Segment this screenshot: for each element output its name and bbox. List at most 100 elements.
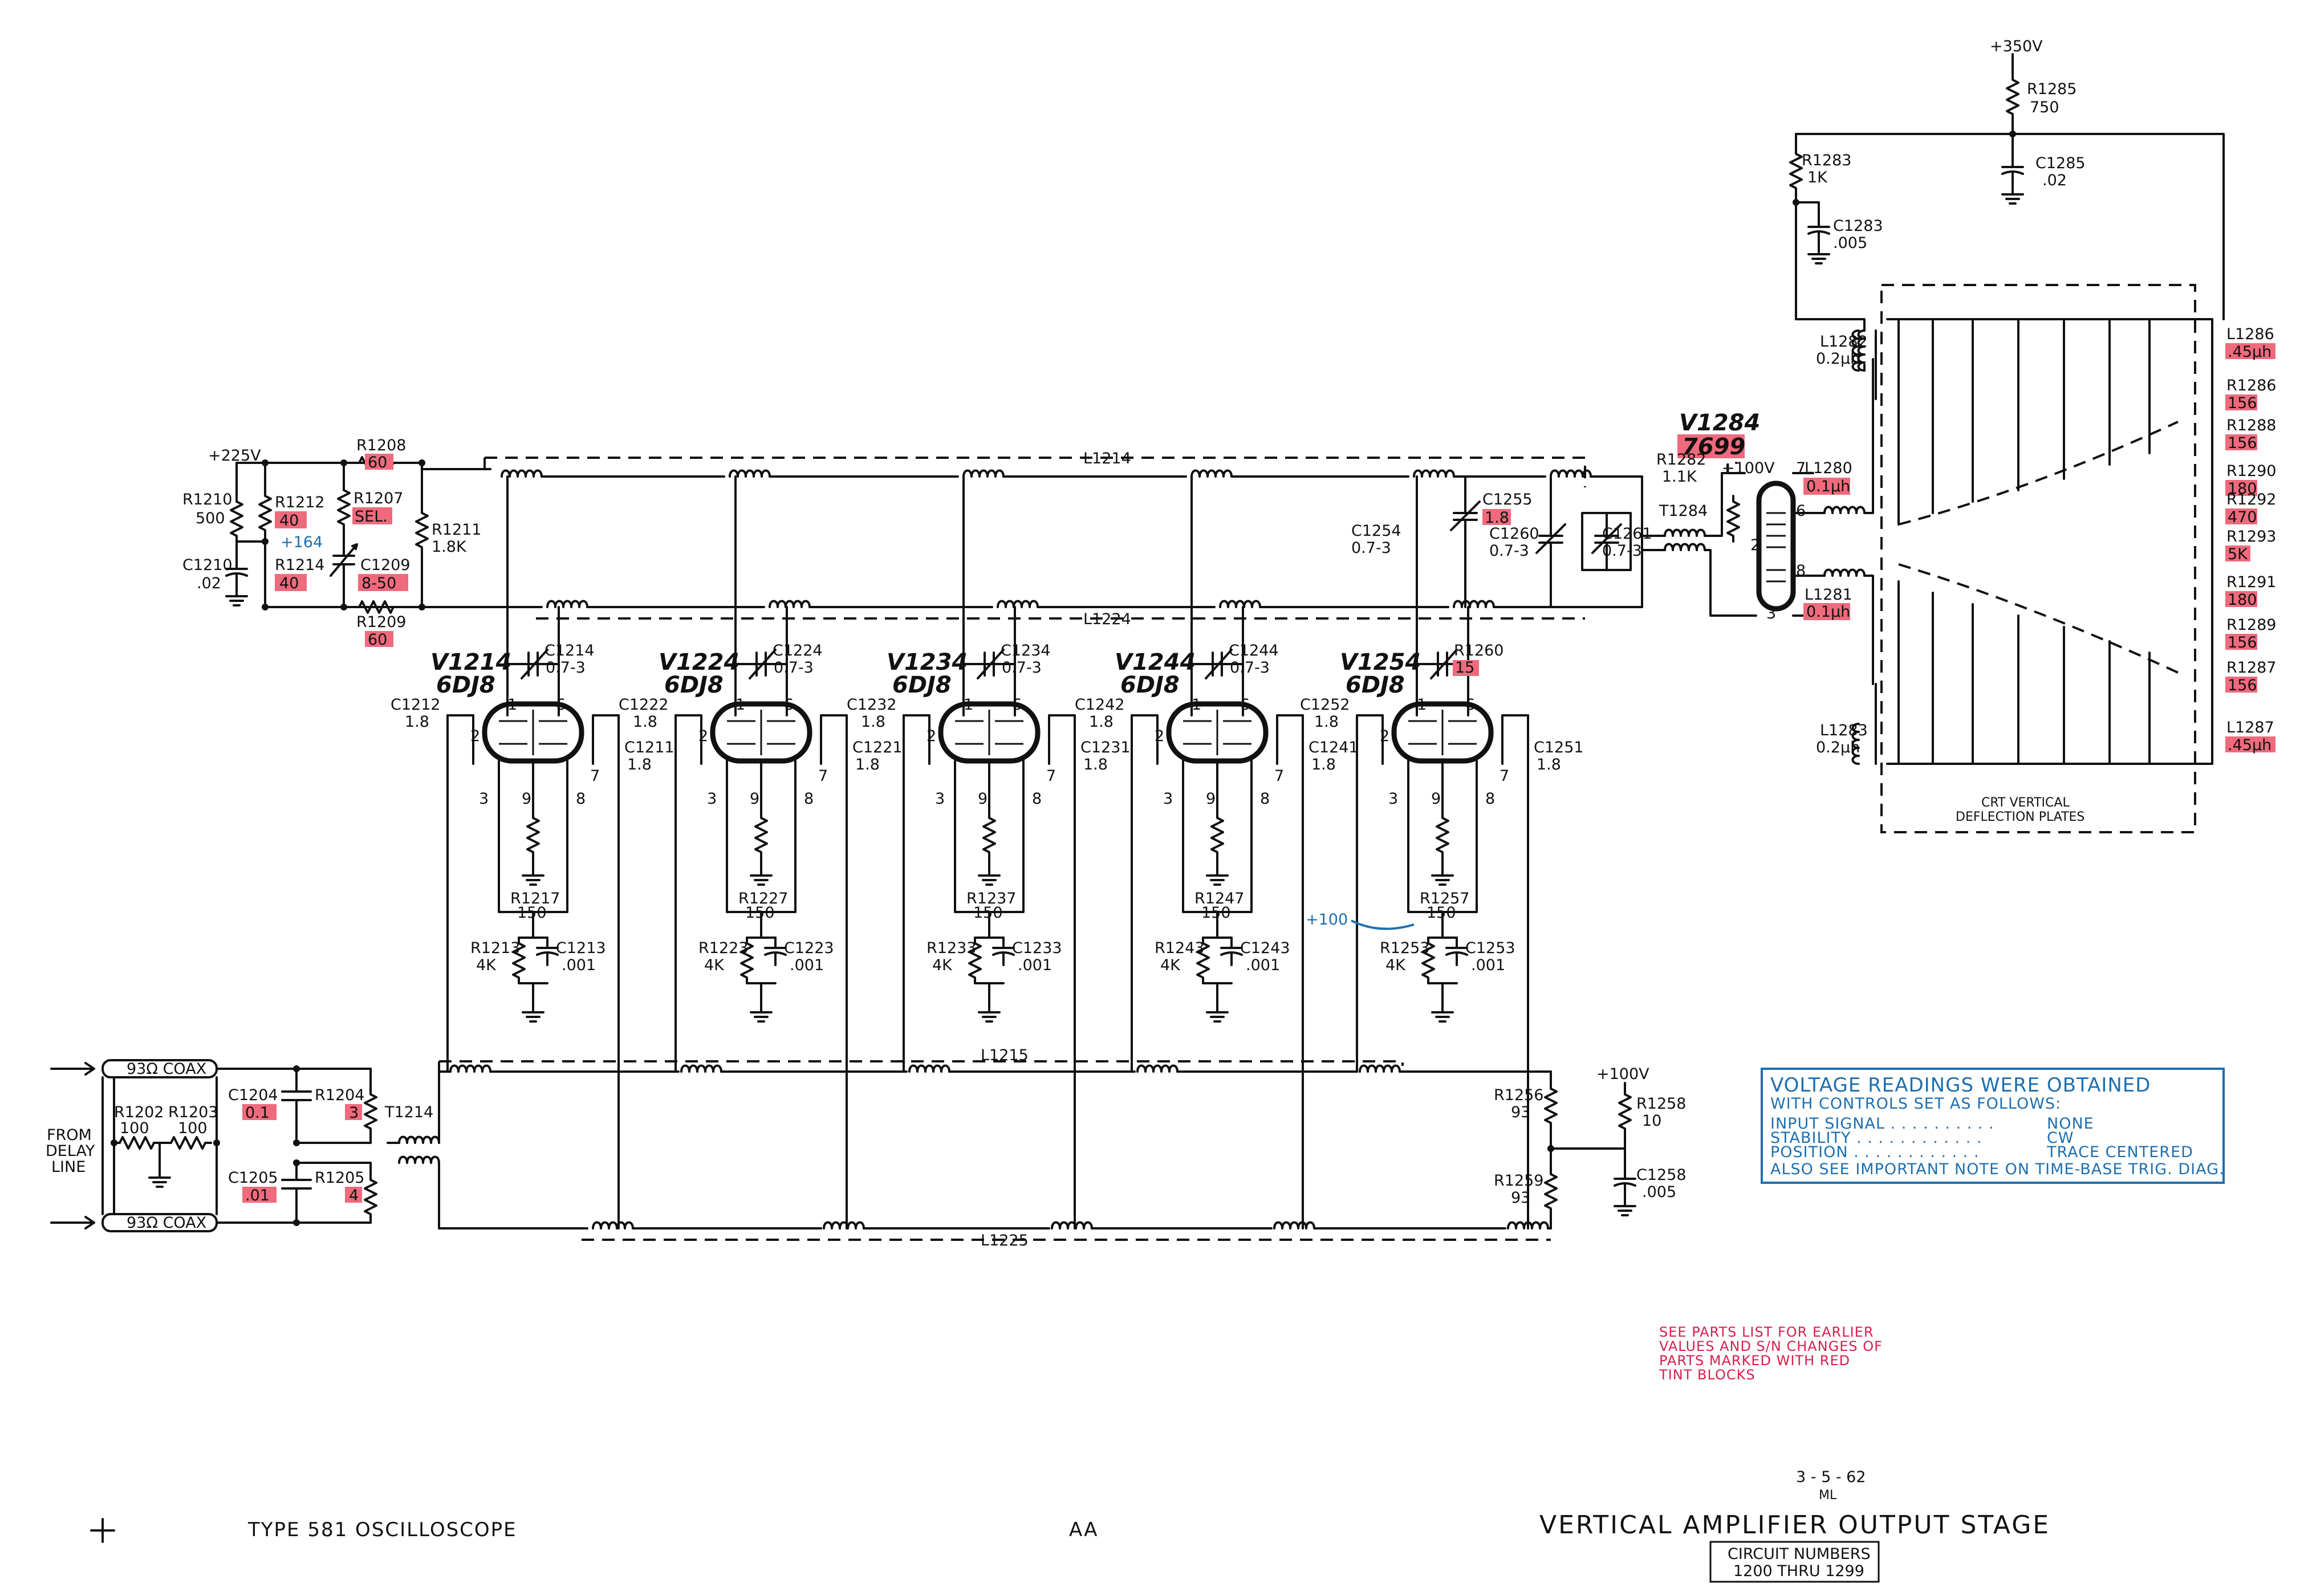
stage-2-trim-value: 0.7-3 [774,659,814,677]
stage-1-pin-8: 8 [576,790,586,808]
voltage-heading-1: VOLTAGE READINGS WERE OBTAINED [1770,1074,2151,1097]
stage-3-cs-value: .001 [1018,956,1052,974]
v100-grid: +100V [1722,459,1775,477]
supply-350v-network [1789,53,2225,372]
c1254-value: 0.7-3 [1351,539,1391,557]
ladder-r1293-label: R1293 [2226,528,2276,545]
stage-1-cg-label: C1212 [391,696,441,714]
stage-4: V12446DJ8C12440.7-3C12421.8C12411.8R1247… [1075,475,1359,1229]
crt-label-2: DEFLECTION PLATES [1956,810,2084,824]
stage-3-trim-label: C1234 [1001,642,1051,659]
red-note-3: PARTS MARKED WITH RED [1659,1353,1850,1369]
stage-3-cp-value: 1.8 [1083,756,1108,773]
red-note-1: SEE PARTS LIST FOR EARLIER [1659,1324,1874,1340]
red-note-4: TINT BLOCKS [1659,1367,1756,1383]
stage-5-cp-value: 1.8 [1537,756,1561,773]
c1285-value: .02 [2042,172,2067,189]
stage-3-pin-6: 6 [1012,696,1022,714]
v1284-pin-6: 6 [1796,502,1806,520]
l1225-label: L1225 [981,1232,1029,1249]
stage-2-pin-6: 6 [784,696,794,714]
c1210-label: C1210 [182,556,233,574]
stage-2-pin-2: 2 [698,727,708,745]
stage-3-pin-7: 7 [1046,767,1056,785]
stage-3-pin-1: 1 [964,696,973,714]
supply-225v: +225V [208,447,261,465]
stage-5-tube-type: 6DJ8 [1346,672,1405,698]
stage-3-rs-value: 4K [932,956,953,974]
r1209-value: 60 [368,631,387,649]
stage-1: V12146DJ8C12140.7-3C12121.8C12111.8R1217… [391,475,674,1229]
r1258-value: 10 [1642,1112,1661,1130]
stage-5-cg-value: 1.8 [1314,713,1339,731]
r1282-value: 1.1K [1662,468,1697,486]
stage-2-cg-value: 1.8 [633,713,657,731]
stage-4-pin-3: 3 [1163,790,1173,808]
stage-2-cs-label: C1223 [784,939,834,957]
stage-5-pin-8: 8 [1485,790,1495,808]
stage-1-rk-label: R1217 [510,890,560,907]
ladder-l1287: L1287.45µh [2225,719,2275,754]
r1208-label: R1208 [356,437,406,454]
red-note-2: VALUES AND S/N CHANGES OF [1659,1338,1883,1354]
ladder-r1291-label: R1291 [2226,573,2276,591]
l1224-label: L1224 [1083,610,1131,628]
supply-350v: +350V [1990,38,2043,55]
voltage-footer: ALSO SEE IMPORTANT NOTE ON TIME-BASE TRI… [1770,1161,2225,1178]
voltage-row-3-label: POSITION . . . . . . . . . . . . [1770,1143,1980,1161]
stage-4-cs-label: C1243 [1240,939,1290,957]
v1284-pin-7: 7 [1796,459,1806,477]
ladder-l1287-value: .45µh [2228,736,2271,754]
stage-1-pin-1: 1 [507,696,517,714]
c1254-label: C1254 [1351,522,1401,540]
r1204-label: R1204 [315,1086,364,1104]
c1209-label: C1209 [360,556,411,574]
stage-4-rk-label: R1247 [1194,890,1244,907]
stage-5-rk-label: R1257 [1420,890,1469,907]
stage-3-cg-label: C1232 [847,696,897,714]
c1283-value: .005 [1833,234,1867,252]
stage-4-tube-type: 6DJ8 [1120,672,1180,698]
stage-5-pin-1: 1 [1417,696,1427,714]
stage-2-trim-label: C1224 [773,642,823,659]
supply-100v-term: +100V [1596,1065,1649,1083]
r1285-value: 750 [2030,99,2059,116]
c1204-value: 0.1 [245,1104,270,1122]
stage-4-cs-value: .001 [1246,956,1280,974]
stage-2-cg-label: C1222 [619,696,669,714]
circuit-numbers-box [1709,1541,1880,1583]
termination-network [1544,1070,1636,1229]
voltage-row-2-value: CW [2047,1129,2074,1147]
ladder-r1290-label: R1290 [2226,462,2276,480]
ladder-r1287-value: 156 [2228,677,2257,694]
stage-3-pin-9: 9 [978,790,988,808]
r1211-label: R1211 [432,521,481,539]
crt-deflection-plates [1851,284,2213,833]
r1202-value: 100 [120,1119,149,1137]
stage-3-cg-value: 1.8 [861,713,885,731]
voltage-row-2-label: STABILITY . . . . . . . . . . . . [1770,1129,1982,1147]
code-label: AA [1069,1518,1098,1541]
stage-5-pin-2: 2 [1380,727,1389,745]
initials-label: ML [1819,1488,1837,1503]
v1284-pin-3: 3 [1766,605,1776,622]
diagram-title: VERTICAL AMPLIFIER OUTPUT STAGE [1539,1510,2050,1540]
stage-3-tube: V1234 [887,649,968,675]
stage-4-pin-7: 7 [1274,767,1284,785]
stage-4-trim-label: C1244 [1229,642,1279,659]
r1203-value: 100 [178,1119,208,1137]
c1258-value: .005 [1642,1183,1676,1201]
stage-4-trim-value: 0.7-3 [1230,659,1270,677]
stage-2-rs-label: R1223 [698,939,748,957]
stage-2-rk-label: R1227 [738,890,788,907]
stage-1-pin-2: 2 [470,727,480,745]
stage-1-trim-value: 0.7-3 [546,659,586,677]
stage-2-tube-type: 6DJ8 [664,672,724,698]
r1205-value: 4 [349,1187,359,1204]
r1283-label: R1283 [1802,152,1851,169]
c1285-label: C1285 [2035,154,2086,172]
plate-line-l1225 [438,1221,1552,1241]
